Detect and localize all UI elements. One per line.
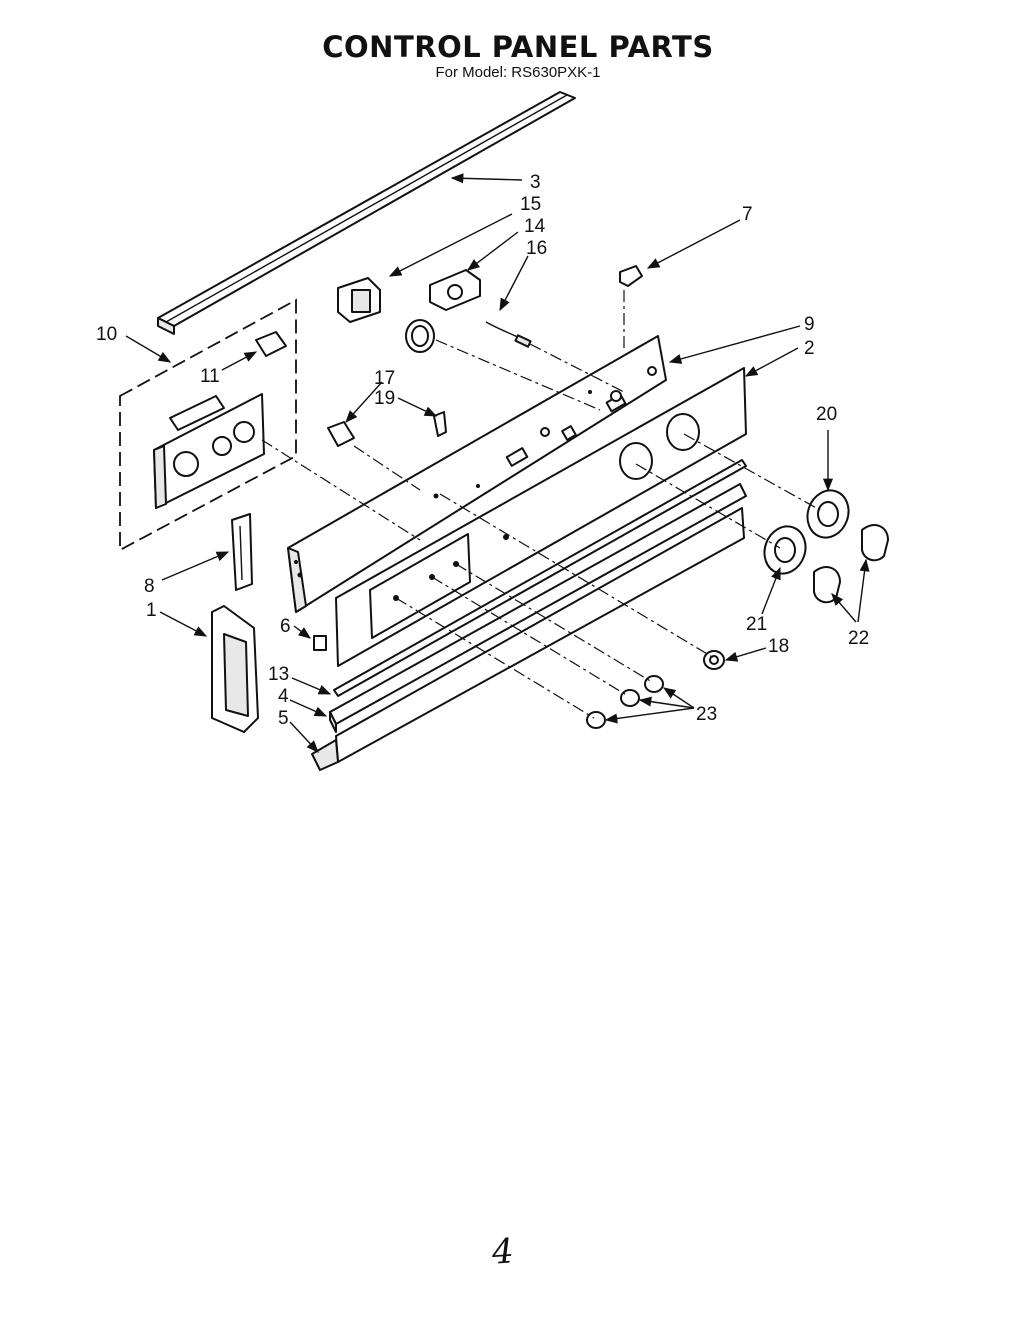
callout-2: 2 bbox=[804, 338, 815, 359]
part-ring bbox=[405, 319, 435, 353]
part-15-clock-module bbox=[337, 277, 381, 323]
callout-5: 5 bbox=[278, 708, 289, 729]
leader-lines bbox=[125, 173, 870, 753]
part-14-timer bbox=[429, 269, 481, 311]
model-subtitle: For Model: RS630PXK-1 bbox=[435, 64, 601, 81]
page-number: 4 bbox=[490, 1231, 516, 1273]
callout-18: 18 bbox=[768, 636, 789, 657]
diagram-title: CONTROL PANEL PARTS bbox=[322, 30, 714, 64]
callout-14: 14 bbox=[524, 216, 546, 237]
part-11-switch bbox=[255, 331, 287, 357]
callout-6: 6 bbox=[280, 616, 291, 637]
part-4-trim bbox=[329, 483, 747, 733]
callout-16: 16 bbox=[526, 238, 547, 259]
callout-1: 1 bbox=[146, 600, 157, 621]
part-21-bezel bbox=[763, 525, 807, 575]
callout-20: 20 bbox=[816, 404, 837, 425]
callout-21: 21 bbox=[746, 614, 767, 635]
part-3-top-trim bbox=[157, 91, 576, 335]
part-19-clip bbox=[433, 411, 447, 437]
part-16-wire bbox=[485, 321, 532, 348]
callout-7: 7 bbox=[742, 204, 753, 225]
callout-labels: 3 15 14 16 7 9 2 10 11 17 19 20 8 1 21 2… bbox=[96, 172, 869, 729]
part-13-strip bbox=[333, 459, 747, 697]
callout-13: 13 bbox=[268, 664, 289, 685]
part-10-assembly bbox=[119, 298, 297, 552]
part-2-front-panel bbox=[335, 367, 747, 667]
callout-15: 15 bbox=[520, 194, 541, 215]
callout-3: 3 bbox=[530, 172, 541, 193]
part-20-bezel bbox=[806, 489, 850, 539]
callout-11: 11 bbox=[200, 366, 220, 387]
callout-9: 9 bbox=[804, 314, 815, 335]
part-9-bracket bbox=[287, 335, 667, 613]
callout-8: 8 bbox=[144, 576, 155, 597]
callout-19: 19 bbox=[374, 388, 395, 409]
part-5-lower-trim bbox=[311, 507, 745, 771]
part-1-end-cap bbox=[211, 605, 259, 733]
part-18-nut bbox=[703, 650, 725, 670]
callout-23: 23 bbox=[696, 704, 717, 725]
part-6-block bbox=[313, 635, 327, 651]
part-17-clip bbox=[327, 421, 355, 447]
callout-22: 22 bbox=[848, 628, 869, 649]
callout-10: 10 bbox=[96, 324, 117, 345]
part-7-clip bbox=[619, 265, 643, 287]
callout-4: 4 bbox=[278, 686, 289, 707]
callout-17: 17 bbox=[374, 368, 395, 389]
part-8-bracket bbox=[231, 513, 253, 591]
assembly-lines bbox=[261, 290, 821, 719]
